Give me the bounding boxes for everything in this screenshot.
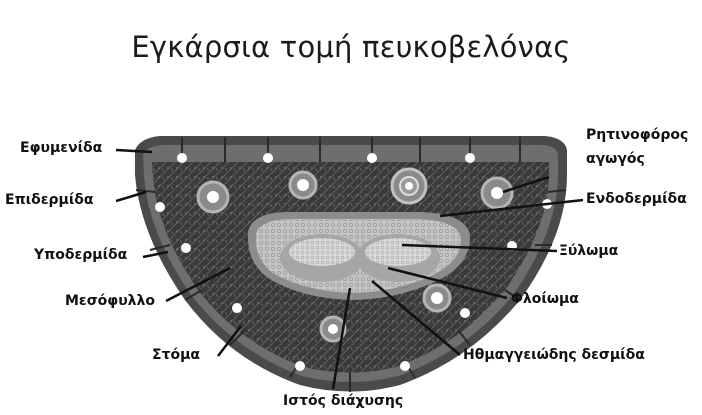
resin-duct	[392, 169, 426, 203]
label-mesophyll: Μεσόφυλλο	[65, 293, 155, 309]
resin-duct	[290, 172, 316, 198]
label-xylem: Ξύλωμα	[559, 243, 618, 259]
label-transfusion-tissue: Ιστός διάχυσης	[283, 393, 403, 409]
resin-duct	[424, 285, 450, 311]
label-endodermis: Ενδοδερμίδα	[586, 191, 687, 207]
label-cuticle: Εφυμενίδα	[20, 140, 102, 156]
label-resin-duct-line1: Ρητινοφόρος	[586, 127, 688, 143]
resin-duct	[198, 182, 228, 212]
label-hypodermis: Υποδερμίδα	[34, 247, 127, 263]
label-phloem: Φλοίωμα	[511, 291, 579, 307]
label-resin-duct-line2: αγωγός	[586, 151, 645, 167]
xylem-right	[365, 238, 431, 266]
resin-duct	[482, 178, 512, 208]
xylem-left	[289, 238, 355, 266]
label-vascular-bundle: Ηθμαγγειώδης δεσμίδα	[463, 347, 645, 363]
label-epidermis: Επιδερμίδα	[5, 192, 94, 208]
label-stoma: Στόμα	[152, 347, 200, 363]
